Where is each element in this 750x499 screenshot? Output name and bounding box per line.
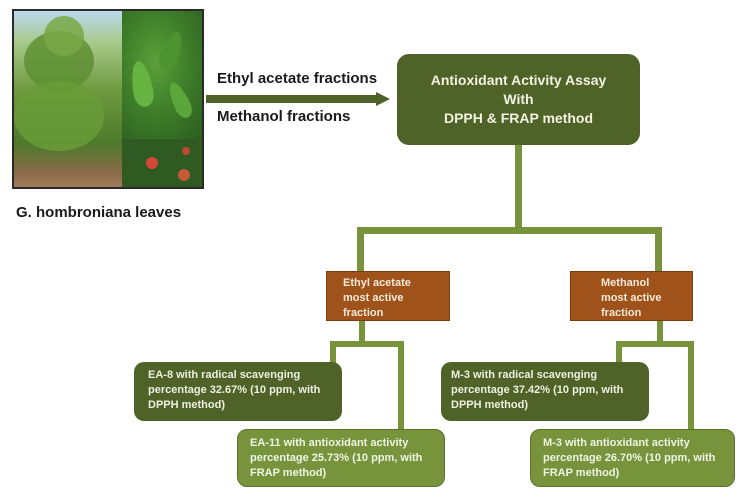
result-text: EA-8 with radical scavenging xyxy=(148,369,301,381)
result-text: DPPH method) xyxy=(148,399,225,411)
result-text: percentage 26.70% (10 ppm, with xyxy=(543,452,716,464)
connector-left-drop xyxy=(357,227,364,272)
fraction-label: fraction xyxy=(601,307,642,319)
result-text: percentage 25.73% (10 ppm, with xyxy=(250,452,423,464)
connector-m-horizontal xyxy=(616,341,694,347)
connector-ea-horizontal xyxy=(330,341,404,347)
connector-right-drop xyxy=(655,227,662,272)
result-text: DPPH method) xyxy=(451,399,528,411)
connector-m-trunk xyxy=(657,320,663,346)
fraction-label: fraction xyxy=(343,307,384,319)
fraction-box-methanol: Methanol most active fraction xyxy=(570,271,693,321)
plant-photo xyxy=(12,9,204,189)
result-text: FRAP method) xyxy=(250,467,327,479)
assay-method: DPPH & FRAP method xyxy=(443,110,594,126)
arrow-label-methanol: Methanol fractions xyxy=(217,108,351,125)
connector-trunk xyxy=(515,145,522,230)
fraction-label: most active xyxy=(601,292,662,304)
fruit-image xyxy=(122,139,202,187)
result-text: percentage 37.42% (10 ppm, with xyxy=(451,384,624,396)
fraction-label: most active xyxy=(343,292,404,304)
arrow-right-icon xyxy=(206,92,390,106)
result-text: FRAP method) xyxy=(543,467,620,479)
connector-m-left xyxy=(616,341,622,365)
result-text: EA-11 with antioxidant activity xyxy=(250,437,409,449)
result-box-ea8: EA-8 with radical scavenging percentage … xyxy=(134,362,342,421)
result-box-m3-dpph: M-3 with radical scavenging percentage 3… xyxy=(441,362,649,421)
result-box-m3-frap: M-3 with antioxidant activity percentage… xyxy=(530,429,735,487)
result-text: percentage 32.67% (10 ppm, with xyxy=(148,384,321,396)
connector-ea-trunk xyxy=(359,320,365,346)
assay-title: Antioxidant Activity Assay xyxy=(430,72,607,88)
result-text: M-3 with antioxidant activity xyxy=(543,437,690,449)
result-box-ea11: EA-11 with antioxidant activity percenta… xyxy=(237,429,445,487)
fraction-label: Methanol xyxy=(601,277,650,289)
tree-image xyxy=(14,11,122,187)
leaves-closeup-image xyxy=(122,11,202,139)
connector-ea-left xyxy=(330,341,336,365)
assay-with: With xyxy=(503,91,534,107)
assay-box: Antioxidant Activity Assay With DPPH & F… xyxy=(397,54,640,145)
plant-caption: G. hombroniana leaves xyxy=(16,204,182,221)
fraction-box-ethyl-acetate: Ethyl acetate most active fraction xyxy=(326,271,450,321)
connector-m-right xyxy=(688,341,694,431)
connector-horizontal xyxy=(357,227,662,234)
fraction-label: Ethyl acetate xyxy=(343,277,411,289)
arrow-label-ethyl-acetate: Ethyl acetate fractions xyxy=(217,70,378,87)
connector-ea-right xyxy=(398,341,404,431)
result-text: M-3 with radical scavenging xyxy=(451,369,598,381)
